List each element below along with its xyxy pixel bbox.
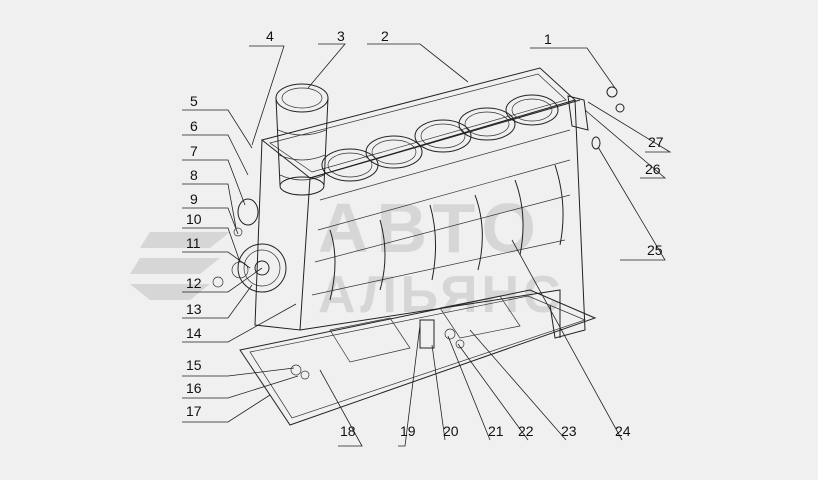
callout-11: 11 <box>186 235 201 251</box>
callout-13: 13 <box>186 301 202 317</box>
callout-15: 15 <box>186 357 202 373</box>
callout-labels: 1 2 3 4 5 6 7 8 9 10 11 12 13 14 15 16 1… <box>186 28 664 439</box>
engine-block-drawing <box>212 67 625 426</box>
callout-18: 18 <box>340 423 356 439</box>
callout-20: 20 <box>443 423 459 439</box>
callout-24: 24 <box>615 423 631 439</box>
callout-23: 23 <box>561 423 577 439</box>
callout-1: 1 <box>544 31 552 47</box>
callout-26: 26 <box>645 161 661 177</box>
callout-27: 27 <box>648 134 664 150</box>
callout-25: 25 <box>647 242 663 258</box>
callout-19: 19 <box>400 423 416 439</box>
callout-9: 9 <box>190 191 198 207</box>
watermark-line2: АЛЬЯНС <box>318 266 565 324</box>
callout-16: 16 <box>186 380 202 396</box>
callout-7: 7 <box>190 143 198 159</box>
callout-5: 5 <box>190 93 198 109</box>
callout-10: 10 <box>186 211 202 227</box>
callout-21: 21 <box>488 423 504 439</box>
watermark-line1: АВТО <box>318 189 544 267</box>
callout-12: 12 <box>186 275 202 291</box>
callout-4: 4 <box>266 28 274 44</box>
callout-14: 14 <box>186 325 202 341</box>
callout-17: 17 <box>186 403 202 419</box>
callout-22: 22 <box>518 423 534 439</box>
leader-lines <box>182 43 672 447</box>
callout-8: 8 <box>190 167 198 183</box>
callout-6: 6 <box>190 118 198 134</box>
callout-3: 3 <box>337 28 345 44</box>
callout-2: 2 <box>381 28 389 44</box>
